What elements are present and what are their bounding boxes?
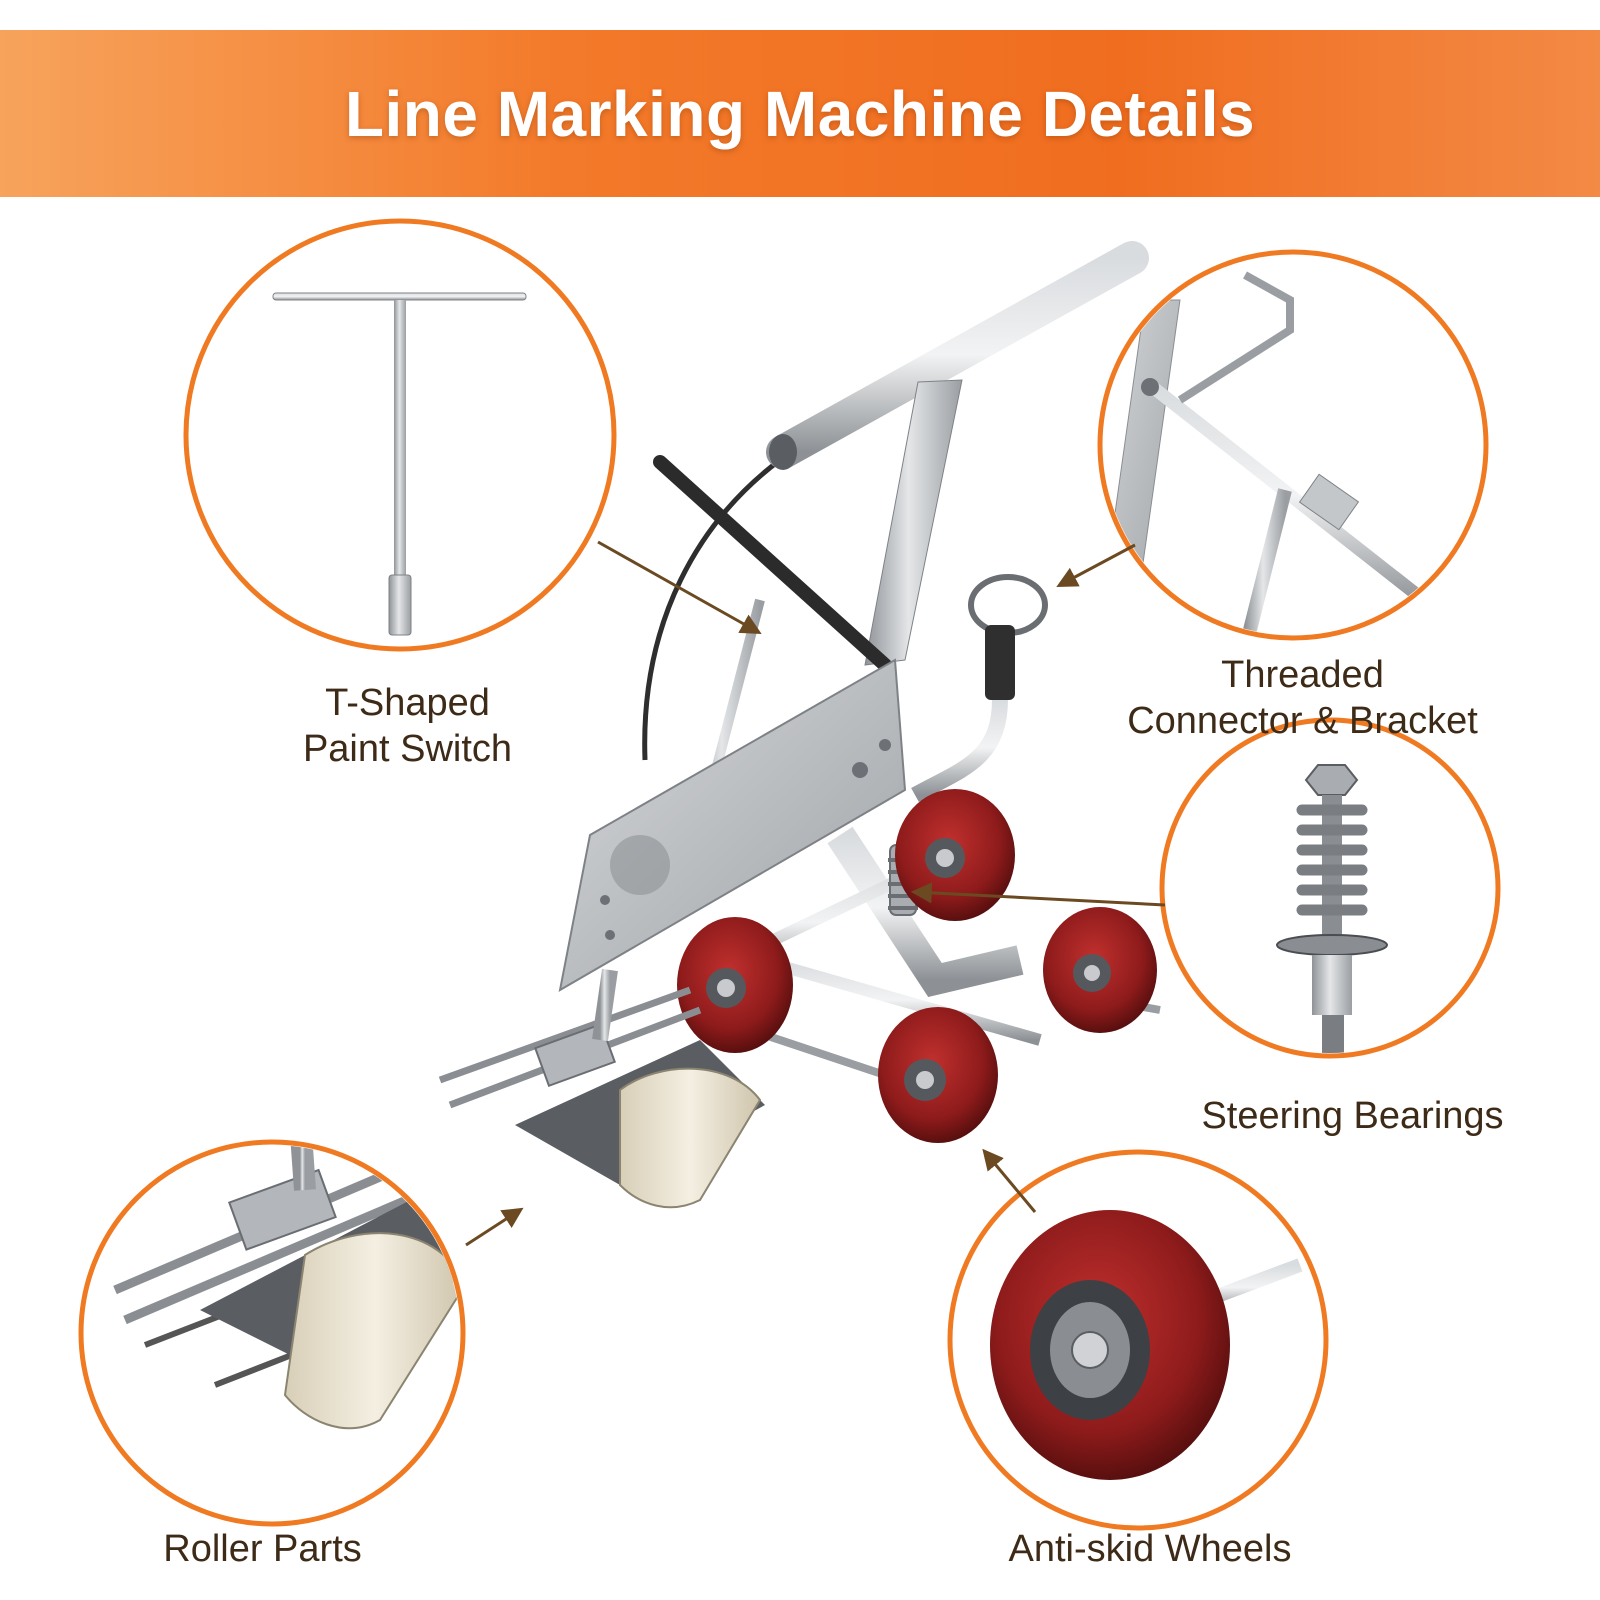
label-t-switch-line2: Paint Switch [302,728,513,770]
machine-wheel-1 [895,789,1015,921]
label-wheels-line1: Anti-skid Wheels [1008,1528,1292,1570]
label-threaded-line1: Threaded [1221,654,1384,696]
label-threaded-line2: Connector & Bracket [1127,700,1478,742]
label-steering-line1: Steering Bearings [1201,1095,1504,1137]
callout-arrows [465,540,1166,1247]
page-title: Line Marking Machine Details [344,77,1256,150]
arrow-roller [465,1207,524,1247]
steering-bearing-detail [1159,717,1501,1059]
t-switch-detail [183,218,617,652]
label-roller: Roller Parts [140,1526,385,1572]
title-banner [0,30,1600,197]
anti-skid-wheel-detail [947,1149,1329,1531]
label-steering: Steering Bearings [1175,1093,1530,1139]
label-t-switch: T-Shaped Paint Switch [250,680,565,772]
arrow-wheels [982,1148,1037,1213]
roller-parts-detail [78,1139,466,1527]
arrow-t-switch [597,540,762,635]
machine-wheel-2 [677,917,793,1053]
label-roller-line1: Roller Parts [163,1528,362,1570]
machine-wheel-3 [1043,907,1157,1033]
arrow-steering [910,882,1166,907]
machine-wheel-4 [878,1007,998,1143]
label-threaded: Threaded Connector & Bracket [1110,652,1495,744]
arrow-threaded [1056,543,1136,587]
label-wheels: Anti-skid Wheels [985,1526,1315,1572]
threaded-connector-detail [1097,249,1489,641]
machine-roller [438,968,765,1209]
label-t-switch-line1: T-Shaped [325,682,490,724]
